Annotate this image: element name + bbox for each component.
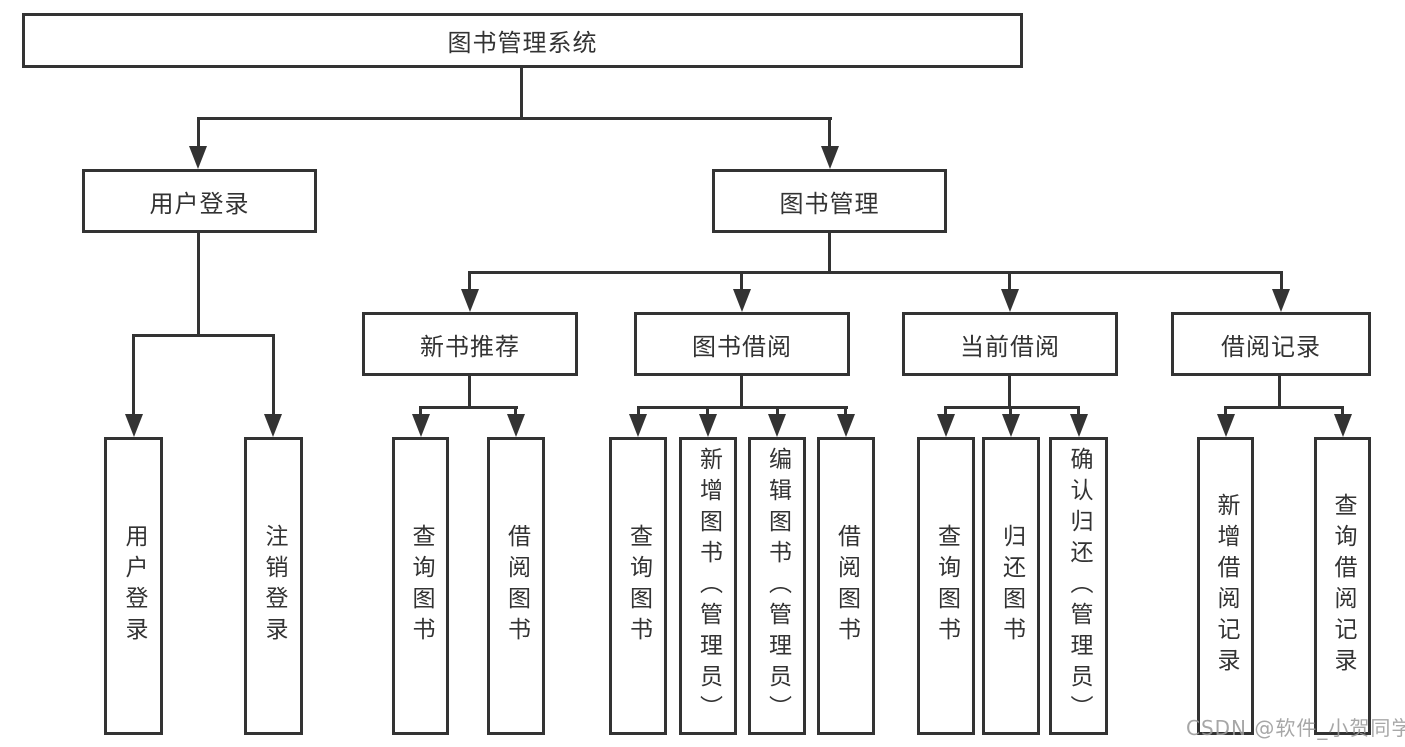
node-library-management-system: 图书管理系统 xyxy=(22,13,1023,68)
connector-line xyxy=(132,334,275,337)
connector-line xyxy=(637,406,640,418)
leaf-query-books: 查询图书 xyxy=(392,437,449,735)
leaf-borrow-books: 借阅图书 xyxy=(817,437,875,735)
leaf-user-login: 用户登录 xyxy=(104,437,163,735)
connector-line xyxy=(1008,271,1011,293)
connector-line xyxy=(1077,406,1080,418)
arrowhead-icon xyxy=(1334,414,1352,437)
connector-line xyxy=(468,271,471,293)
connector-line xyxy=(706,406,709,418)
connector-line xyxy=(197,233,200,337)
leaf-query-books: 查询图书 xyxy=(917,437,975,735)
connector-line xyxy=(419,406,518,409)
arrowhead-icon xyxy=(461,289,479,312)
connector-line xyxy=(1008,376,1011,409)
arrowhead-icon xyxy=(189,146,207,169)
arrowhead-icon xyxy=(837,414,855,437)
node-new-book-recommendation: 新书推荐 xyxy=(362,312,578,376)
connector-line xyxy=(828,117,831,150)
connector-line xyxy=(1224,406,1344,409)
connector-line xyxy=(1224,406,1227,418)
arrowhead-icon xyxy=(733,289,751,312)
arrowhead-icon xyxy=(821,146,839,169)
connector-line xyxy=(637,406,848,409)
connector-line xyxy=(944,406,947,418)
arrowhead-icon xyxy=(412,414,430,437)
connector-line xyxy=(419,406,422,418)
connector-line xyxy=(1341,406,1344,418)
leaf-query-borrow-record: 查询借阅记录 xyxy=(1314,437,1371,735)
node-book-management: 图书管理 xyxy=(712,169,947,233)
leaf-borrow-books: 借阅图书 xyxy=(487,437,545,735)
leaf-add-borrow-record: 新增借阅记录 xyxy=(1197,437,1254,735)
node-current-borrowing: 当前借阅 xyxy=(902,312,1118,376)
connector-line xyxy=(132,334,135,418)
connector-line xyxy=(1280,271,1283,293)
connector-line xyxy=(1278,376,1281,409)
arrowhead-icon xyxy=(768,414,786,437)
connector-line xyxy=(844,406,847,418)
connector-line xyxy=(520,68,523,120)
connector-line xyxy=(514,406,517,418)
connector-line xyxy=(740,271,743,293)
leaf-add-books-admin: 新增图书（管理员） xyxy=(679,437,737,735)
leaf-return-books: 归还图书 xyxy=(982,437,1040,735)
arrowhead-icon xyxy=(1001,289,1019,312)
connector-line xyxy=(828,233,831,274)
arrowhead-icon xyxy=(1002,414,1020,437)
node-book-borrowing: 图书借阅 xyxy=(634,312,850,376)
connector-line xyxy=(944,406,1080,409)
connector-line xyxy=(1009,406,1012,418)
connector-line xyxy=(776,406,779,418)
arrowhead-icon xyxy=(507,414,525,437)
leaf-query-books: 查询图书 xyxy=(609,437,667,735)
leaf-confirm-return-admin: 确认归还（管理员） xyxy=(1049,437,1108,735)
arrowhead-icon xyxy=(264,414,282,437)
arrowhead-icon xyxy=(1217,414,1235,437)
connector-line xyxy=(740,376,743,409)
connector-line xyxy=(468,376,471,409)
csdn-watermark: CSDN @软件_小贺同学 xyxy=(1186,716,1405,740)
connector-line xyxy=(197,117,832,120)
leaf-logout: 注销登录 xyxy=(244,437,303,735)
arrowhead-icon xyxy=(629,414,647,437)
arrowhead-icon xyxy=(1272,289,1290,312)
node-user-login: 用户登录 xyxy=(82,169,317,233)
connector-line xyxy=(468,271,1283,274)
arrowhead-icon xyxy=(937,414,955,437)
arrowhead-icon xyxy=(699,414,717,437)
connector-line xyxy=(197,117,200,150)
arrowhead-icon xyxy=(125,414,143,437)
leaf-edit-books-admin: 编辑图书（管理员） xyxy=(748,437,806,735)
connector-line xyxy=(272,334,275,418)
arrowhead-icon xyxy=(1070,414,1088,437)
node-borrowing-records: 借阅记录 xyxy=(1171,312,1371,376)
